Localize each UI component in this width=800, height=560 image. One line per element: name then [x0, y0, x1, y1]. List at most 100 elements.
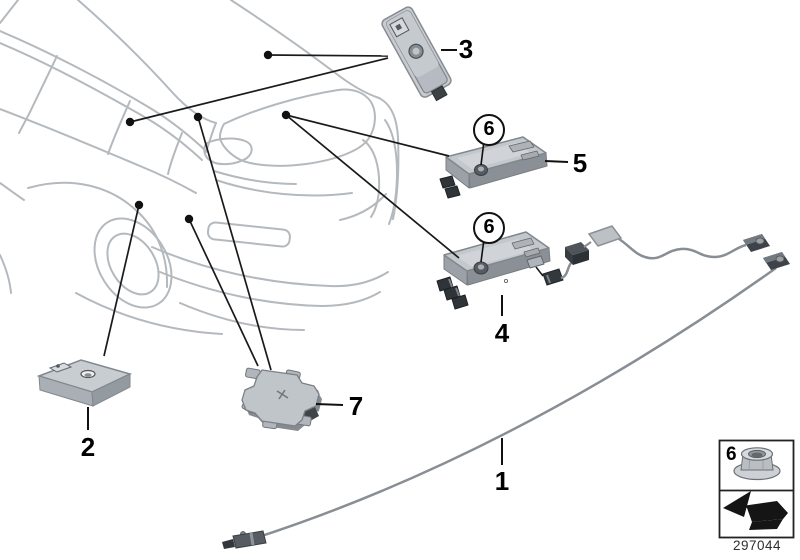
dash-part7 [315, 403, 344, 406]
car-roofline [230, 0, 380, 99]
harness-connector-b-stripe [763, 252, 785, 263]
leader-window-to-part5 [285, 114, 450, 157]
callout-leaders [103, 54, 460, 371]
part3-stub [430, 85, 448, 102]
car-body-edge-2 [0, 254, 12, 294]
ferrule-band [249, 532, 255, 546]
harness-block-side [573, 250, 589, 265]
part4-screw-dot [503, 278, 508, 283]
part-3-label[interactable]: 3 [458, 34, 474, 64]
fastener-callout-6-bottom[interactable]: 6 [473, 212, 505, 244]
part-1-antenna-cable[interactable] [222, 266, 777, 549]
callout-dot-pillar [193, 112, 203, 122]
car-rear-outline [0, 0, 400, 335]
part-2-label[interactable]: 2 [80, 432, 96, 462]
car-taillight-right [362, 139, 381, 218]
part4-right-stub [526, 255, 545, 269]
part-5-label[interactable]: 5 [572, 148, 588, 178]
part2-tab-dot [56, 364, 60, 368]
part2-tab [48, 362, 73, 373]
car-plate-recess [206, 221, 291, 248]
callout-dot-rail [125, 117, 135, 127]
direction-arrow-icon [723, 491, 788, 530]
part-2-module[interactable] [36, 359, 133, 407]
part4-detail-2 [523, 247, 541, 258]
part5-detail-1 [508, 140, 535, 153]
car-taillight-right-outer [384, 119, 398, 225]
harness-block-front [565, 247, 573, 265]
part-3-module[interactable] [380, 5, 456, 105]
part-5-amplifier-module[interactable] [439, 136, 548, 199]
car-pillar-1 [18, 55, 58, 134]
part2-hole-inner [84, 373, 92, 377]
car-body-edge-1 [0, 182, 25, 201]
part5-plug-1 [439, 175, 456, 189]
part4-plug-3 [451, 294, 469, 310]
car-bumper-mid [159, 271, 381, 307]
legend-fastener-number: 6 [726, 444, 737, 465]
harness-connector-b-pin [775, 255, 785, 263]
antenna-lead-harness[interactable] [535, 225, 790, 286]
part5-detail-2 [520, 150, 540, 161]
car-pillar-3 [167, 132, 183, 175]
part3-tab-dot [395, 23, 403, 31]
callout-dot-quarter [134, 200, 144, 210]
part4-detail-1 [511, 237, 535, 250]
cable-long-run[interactable] [242, 266, 777, 544]
car-sill [75, 292, 223, 335]
car-bumper-top [151, 246, 389, 288]
callout-dot-roof [263, 50, 273, 60]
harness-plug-small [542, 268, 564, 286]
part5-plug-2 [444, 185, 461, 199]
part7-center-mark [276, 389, 289, 400]
part4-stud-top [477, 264, 485, 270]
part4-plug-band-2 [455, 287, 460, 297]
harness-link2 [583, 241, 592, 248]
harness-connector-a-stripe [743, 234, 765, 245]
part-4-amplifier-module[interactable] [436, 231, 551, 310]
car-roof-cut-line [0, 0, 19, 24]
car-tailgate-line-2 [213, 170, 297, 185]
callout-dot-bumper [184, 214, 194, 224]
car-roof-rail-bottom [0, 42, 203, 161]
harness-block-top [565, 242, 589, 255]
leader-bumper-to-part7 [188, 218, 259, 367]
plug-band [546, 274, 551, 284]
car-wheel-rim [106, 232, 160, 296]
part-7-label[interactable]: 7 [348, 391, 364, 421]
part-4-label[interactable]: 4 [494, 318, 510, 348]
car-hatch-corner [339, 193, 387, 221]
leader-window-to-part4 [285, 114, 460, 259]
legend-box[interactable] [718, 439, 795, 539]
part-7-splitter-module[interactable] [241, 367, 322, 431]
fastener-nut-icon [733, 447, 781, 481]
harness-cable-b [618, 237, 747, 260]
harness-flat-pad [587, 225, 623, 247]
doc-number: 297044 [732, 538, 782, 553]
callout-dots [125, 50, 291, 224]
part2-side-face [91, 373, 131, 407]
car-roof-near-edge [77, 0, 217, 124]
car-rear-window [218, 88, 376, 167]
harness-connector-a-pin [755, 237, 765, 245]
car-beltline [0, 108, 197, 194]
fastener-callout-6-top[interactable]: 6 [473, 114, 505, 146]
car-roof-rail-top [0, 30, 207, 152]
car-bumper-low [179, 302, 305, 331]
leader-rail-to-part3 [129, 57, 389, 123]
car-taillight-left [203, 137, 253, 166]
cable-end-tip [222, 539, 235, 549]
callout-dot-window [281, 110, 291, 120]
cable-end-ferrule [232, 530, 267, 549]
harness-cable-a [560, 262, 573, 280]
car-tailgate-line-1 [215, 179, 353, 197]
part4-plug-band-1 [448, 278, 453, 288]
part-1-label[interactable]: 1 [494, 466, 510, 496]
dash-part5 [544, 160, 569, 163]
harness-link-line [535, 266, 544, 277]
part5-stud-top [478, 166, 484, 172]
leader-quarter-to-part2 [103, 204, 140, 357]
part3-grommet-center [412, 47, 420, 55]
